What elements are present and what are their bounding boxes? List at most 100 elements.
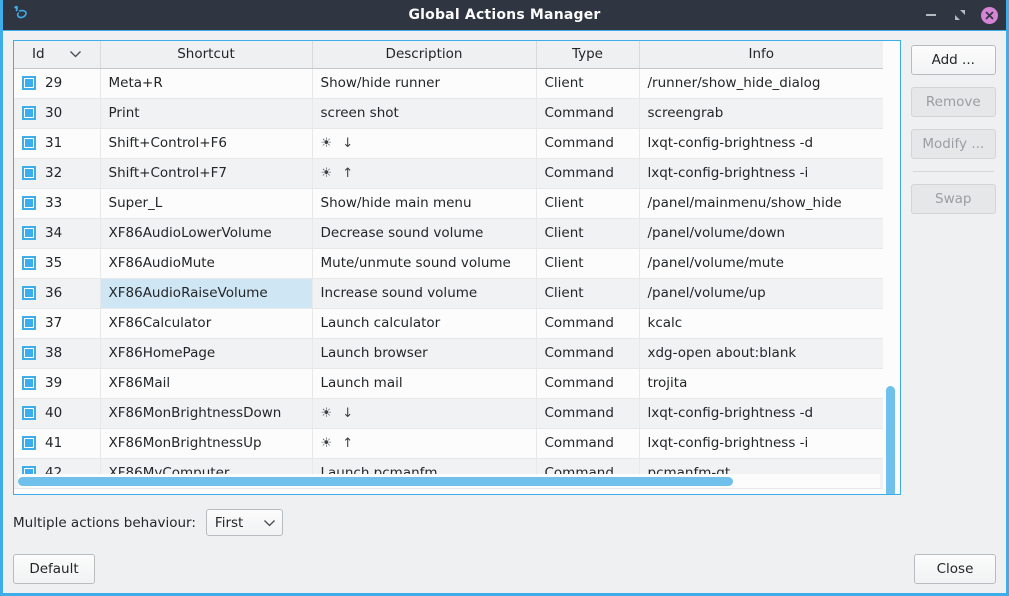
cell-info[interactable]: trojita <box>639 368 883 399</box>
cell-description[interactable]: Decrease sound volume <box>312 218 537 249</box>
cell-shortcut[interactable]: Shift+Control+F7 <box>100 158 313 189</box>
cell-description[interactable]: Launch mail <box>312 368 537 399</box>
cell-type[interactable]: Command <box>536 128 640 159</box>
cell-shortcut[interactable]: Shift+Control+F6 <box>100 128 313 159</box>
cell-id[interactable]: 33 <box>14 188 101 219</box>
title-bar[interactable]: Global Actions Manager <box>3 0 1006 31</box>
cell-info[interactable]: /panel/volume/down <box>639 218 883 249</box>
cell-shortcut[interactable]: Print <box>100 98 313 129</box>
checkbox-icon[interactable] <box>22 346 36 360</box>
chevron-down-icon[interactable] <box>69 46 82 62</box>
cell-type[interactable]: Command <box>536 368 640 399</box>
checkbox-icon[interactable] <box>22 406 36 420</box>
checkbox-icon[interactable] <box>22 256 36 270</box>
cell-description[interactable]: ☀ ↓ <box>312 128 537 159</box>
behaviour-select[interactable]: First <box>205 509 283 536</box>
column-header-description[interactable]: Description <box>312 41 537 69</box>
cell-type[interactable]: Client <box>536 218 640 249</box>
checkbox-icon[interactable] <box>22 316 36 330</box>
cell-info[interactable]: lxqt-config-brightness -d <box>639 128 883 159</box>
cell-description[interactable]: ☀ ↓ <box>312 398 537 429</box>
add-button[interactable]: Add ... <box>910 45 996 75</box>
checkbox-icon[interactable] <box>22 196 36 210</box>
cell-info[interactable]: kcalc <box>639 308 883 339</box>
cell-id[interactable]: 40 <box>14 398 101 429</box>
swap-button[interactable]: Swap <box>910 184 996 214</box>
horizontal-scrollbar-thumb[interactable] <box>18 477 734 486</box>
cell-shortcut[interactable]: Meta+R <box>100 68 313 99</box>
cell-info[interactable]: /runner/show_hide_dialog <box>639 68 883 99</box>
maximize-icon[interactable] <box>952 7 968 23</box>
checkbox-icon[interactable] <box>22 166 36 180</box>
cell-id[interactable]: 29 <box>14 68 101 99</box>
cell-type[interactable]: Command <box>536 98 640 129</box>
modify-button[interactable]: Modify ... <box>910 129 996 159</box>
checkbox-icon[interactable] <box>22 376 36 390</box>
cell-shortcut[interactable]: XF86MonBrightnessUp <box>100 428 313 459</box>
column-header-type[interactable]: Type <box>536 41 640 69</box>
column-header-id[interactable]: Id <box>14 41 101 69</box>
column-header-shortcut[interactable]: Shortcut <box>100 41 313 69</box>
cell-info[interactable]: lxqt-config-brightness -d <box>639 398 883 429</box>
cell-type[interactable]: Client <box>536 68 640 99</box>
cell-id[interactable]: 30 <box>14 98 101 129</box>
cell-description[interactable]: Launch calculator <box>312 308 537 339</box>
cell-id[interactable]: 32 <box>14 158 101 189</box>
cell-info[interactable]: /panel/mainmenu/show_hide <box>639 188 883 219</box>
default-button[interactable]: Default <box>13 554 95 584</box>
vertical-scrollbar-thumb[interactable] <box>885 386 895 494</box>
cell-type[interactable]: Client <box>536 278 640 309</box>
remove-button[interactable]: Remove <box>910 87 996 117</box>
checkbox-icon[interactable] <box>22 286 36 300</box>
horizontal-scrollbar[interactable] <box>18 474 880 488</box>
cell-info[interactable]: screengrab <box>639 98 883 129</box>
checkbox-icon[interactable] <box>22 436 36 450</box>
cell-shortcut[interactable]: XF86Mail <box>100 368 313 399</box>
close-button[interactable]: Close <box>914 554 996 584</box>
cell-info[interactable]: lxqt-config-brightness -i <box>639 158 883 189</box>
cell-shortcut[interactable]: XF86AudioRaiseVolume <box>100 278 313 309</box>
cell-id[interactable]: 38 <box>14 338 101 369</box>
cell-shortcut[interactable]: Super_L <box>100 188 313 219</box>
column-header-info[interactable]: Info <box>639 41 883 69</box>
cell-shortcut[interactable]: XF86AudioMute <box>100 248 313 279</box>
cell-id[interactable]: 34 <box>14 218 101 249</box>
cell-shortcut[interactable]: XF86AudioLowerVolume <box>100 218 313 249</box>
cell-type[interactable]: Client <box>536 248 640 279</box>
cell-id[interactable]: 39 <box>14 368 101 399</box>
cell-description[interactable]: ☀ ↑ <box>312 428 537 459</box>
cell-info[interactable]: lxqt-config-brightness -i <box>639 428 883 459</box>
cell-type[interactable]: Command <box>536 308 640 339</box>
cell-id[interactable]: 35 <box>14 248 101 279</box>
cell-description[interactable]: Launch browser <box>312 338 537 369</box>
close-icon[interactable] <box>981 6 998 24</box>
cell-description[interactable]: ☀ ↑ <box>312 158 537 189</box>
cell-id[interactable]: 37 <box>14 308 101 339</box>
cell-type[interactable]: Command <box>536 398 640 429</box>
cell-id[interactable]: 41 <box>14 428 101 459</box>
checkbox-icon[interactable] <box>22 106 36 120</box>
checkbox-icon[interactable] <box>22 76 36 90</box>
actions-table[interactable]: Id Shortcut Description <box>13 40 901 495</box>
minimize-icon[interactable] <box>923 7 939 23</box>
cell-type[interactable]: Client <box>536 188 640 219</box>
cell-info[interactable]: xdg-open about:blank <box>639 338 883 369</box>
cell-type[interactable]: Command <box>536 428 640 459</box>
cell-shortcut[interactable]: XF86Calculator <box>100 308 313 339</box>
cell-description[interactable]: Mute/unmute sound volume <box>312 248 537 279</box>
cell-shortcut[interactable]: XF86HomePage <box>100 338 313 369</box>
cell-info[interactable]: /panel/volume/mute <box>639 248 883 279</box>
cell-info[interactable]: /panel/volume/up <box>639 278 883 309</box>
